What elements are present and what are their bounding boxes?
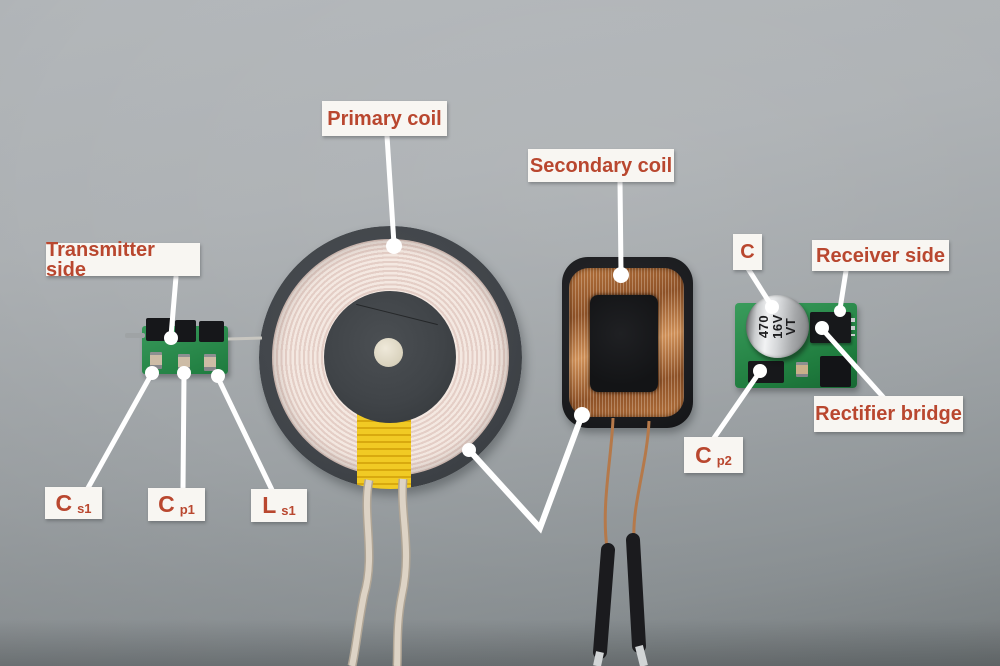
receiver-smd-component [796, 362, 808, 377]
label-receiver-side: Receiver side [812, 240, 949, 271]
label-c-p1: C p1 [148, 488, 205, 521]
secondary-coil-wires [593, 417, 651, 666]
smd-capacitor-cp1 [178, 354, 190, 371]
transmitter-component [199, 321, 224, 342]
transmitter-component [146, 318, 172, 341]
primary-coil [259, 226, 522, 489]
receiver-connector [820, 356, 851, 387]
wire-sleeve [626, 533, 646, 653]
label-l-s1: L s1 [251, 489, 307, 522]
transmitter-pin [125, 333, 145, 338]
label-transmitter-side-text: Transmitter side [46, 238, 155, 281]
label-c-p1-sub: p1 [179, 502, 195, 517]
label-capacitor-c: C [733, 234, 762, 270]
label-secondary-coil: Secondary coil [528, 149, 674, 182]
label-rectifier-bridge-text: Rectifier bridge [815, 403, 962, 425]
smd-inductor-ls1 [204, 354, 216, 371]
primary-coil-center-dot [374, 338, 403, 367]
wire-tip [593, 651, 604, 666]
label-secondary-coil-text: Secondary coil [529, 154, 673, 177]
label-primary-coil-text: Primary coil [327, 107, 442, 130]
label-l-s1-sub: s1 [281, 503, 296, 518]
label-primary-coil: Primary coil [322, 101, 447, 136]
wire-tip [635, 645, 648, 666]
transmitter-output-wire [227, 336, 263, 341]
receiver-capacitor-cp2 [748, 361, 784, 383]
label-c-p2-base: C [695, 441, 712, 468]
primary-coil-wires [347, 478, 411, 666]
electrolytic-capacitor: 470 16V VT [746, 295, 809, 358]
label-c-s1: C s1 [45, 487, 102, 519]
rectifier-bridge-component [810, 312, 855, 343]
secondary-coil-window [590, 295, 658, 392]
secondary-coil-pad [562, 257, 693, 428]
transmitter-component [175, 320, 196, 342]
label-c-p2-sub: p2 [716, 452, 732, 468]
smd-capacitor-cs1 [150, 352, 162, 369]
label-l-s1-base: L [262, 492, 277, 518]
label-rectifier-bridge: Rectifier bridge [814, 396, 963, 432]
label-c-s1-sub: s1 [77, 500, 92, 516]
leader-c-p1 [180, 372, 187, 492]
label-c-p1-base: C [158, 491, 175, 517]
label-transmitter-side: Transmitter side [46, 240, 200, 280]
wire-sleeve [593, 543, 615, 659]
label-c-p2: C p2 [684, 437, 743, 473]
leader-c-s1 [85, 372, 154, 491]
secondary-coil-winding [569, 268, 684, 417]
label-receiver-side-text: Receiver side [816, 244, 945, 267]
label-capacitor-c-text: C [740, 241, 755, 263]
capacitor-marking: 470 16V VT [756, 314, 799, 339]
label-c-s1-base: C [55, 489, 73, 516]
